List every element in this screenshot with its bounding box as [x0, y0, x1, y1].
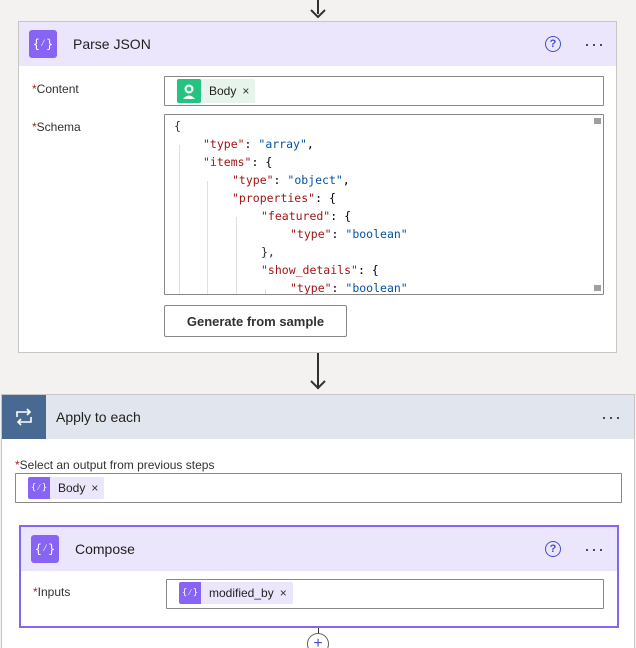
modified-by-token-label: modified_by: [209, 586, 274, 600]
more-options-icon[interactable]: ···: [601, 407, 622, 427]
apply-to-each-title: Apply to each: [56, 409, 141, 425]
schema-editor[interactable]: { "type": "array", "items": { "type": "obje…: [164, 114, 604, 295]
more-options-icon[interactable]: ···: [584, 34, 605, 54]
data-operation-icon: {⁄}: [29, 30, 57, 58]
parse-json-card: {⁄} Parse JSON ? ··· *Content Body × *Sc…: [18, 21, 617, 353]
remove-token-icon[interactable]: ×: [242, 84, 250, 98]
schema-line-5: "properties": {: [232, 191, 336, 205]
data-operation-icon: {⁄}: [31, 535, 59, 563]
connector-arrow-middle: [308, 353, 328, 393]
body-token-label: Body: [209, 84, 237, 98]
body-token[interactable]: {⁄} Body ×: [28, 477, 105, 499]
schema-scrollbar[interactable]: [591, 115, 603, 294]
compose-header[interactable]: {⁄} Compose ? ···: [21, 527, 617, 571]
inputs-input[interactable]: {⁄} modified_by ×: [166, 579, 604, 609]
schema-line-8: },: [261, 245, 275, 259]
parse-json-header[interactable]: {⁄} Parse JSON ? ···: [19, 22, 616, 66]
schema-code[interactable]: { "type": "array", "items": { "type": "obje…: [174, 117, 408, 294]
data-operation-icon: {⁄}: [28, 477, 50, 499]
modified-by-token[interactable]: {⁄} modified_by ×: [179, 582, 293, 604]
content-label: *Content: [32, 82, 79, 96]
remove-token-icon[interactable]: ×: [279, 586, 287, 600]
schema-line-9: "show_details": {: [261, 263, 379, 277]
schema-line-4: "type": "object",: [232, 173, 350, 187]
data-operation-icon: {⁄}: [179, 582, 201, 604]
inputs-label: *Inputs: [33, 585, 71, 599]
body-token-label: Body: [58, 481, 86, 495]
generate-from-sample-button[interactable]: Generate from sample: [164, 305, 347, 337]
more-options-icon[interactable]: ···: [584, 539, 605, 559]
apply-to-each-card: Apply to each ··· *Select an output from…: [1, 394, 635, 648]
help-icon[interactable]: ?: [545, 36, 561, 52]
schema-line-7: "type": "boolean": [290, 227, 408, 241]
schema-line-1: {: [174, 119, 181, 133]
help-icon[interactable]: ?: [545, 541, 561, 557]
parse-json-title: Parse JSON: [73, 36, 151, 52]
add-step-button[interactable]: +: [307, 633, 329, 648]
schema-line-6: "featured": {: [261, 209, 352, 223]
compose-title: Compose: [75, 541, 135, 557]
schema-line-3: "items": {: [203, 155, 273, 169]
body-token[interactable]: Body ×: [177, 79, 256, 103]
connector-arrow-top: [308, 0, 328, 20]
apply-to-each-header[interactable]: Apply to each ···: [2, 395, 634, 439]
plus-icon: +: [313, 635, 323, 648]
remove-token-icon[interactable]: ×: [91, 481, 99, 495]
content-input[interactable]: Body ×: [164, 76, 604, 106]
schema-line-10: "type": "boolean": [290, 281, 408, 295]
person-icon: [177, 79, 201, 103]
compose-card: {⁄} Compose ? ··· *Inputs {⁄} modified_b…: [19, 525, 619, 628]
loop-icon: [2, 395, 46, 439]
schema-label: *Schema: [32, 120, 81, 134]
select-output-label: *Select an output from previous steps: [15, 458, 215, 472]
schema-line-2: "type": "array",: [203, 137, 314, 151]
select-output-input[interactable]: {⁄} Body ×: [15, 473, 622, 503]
